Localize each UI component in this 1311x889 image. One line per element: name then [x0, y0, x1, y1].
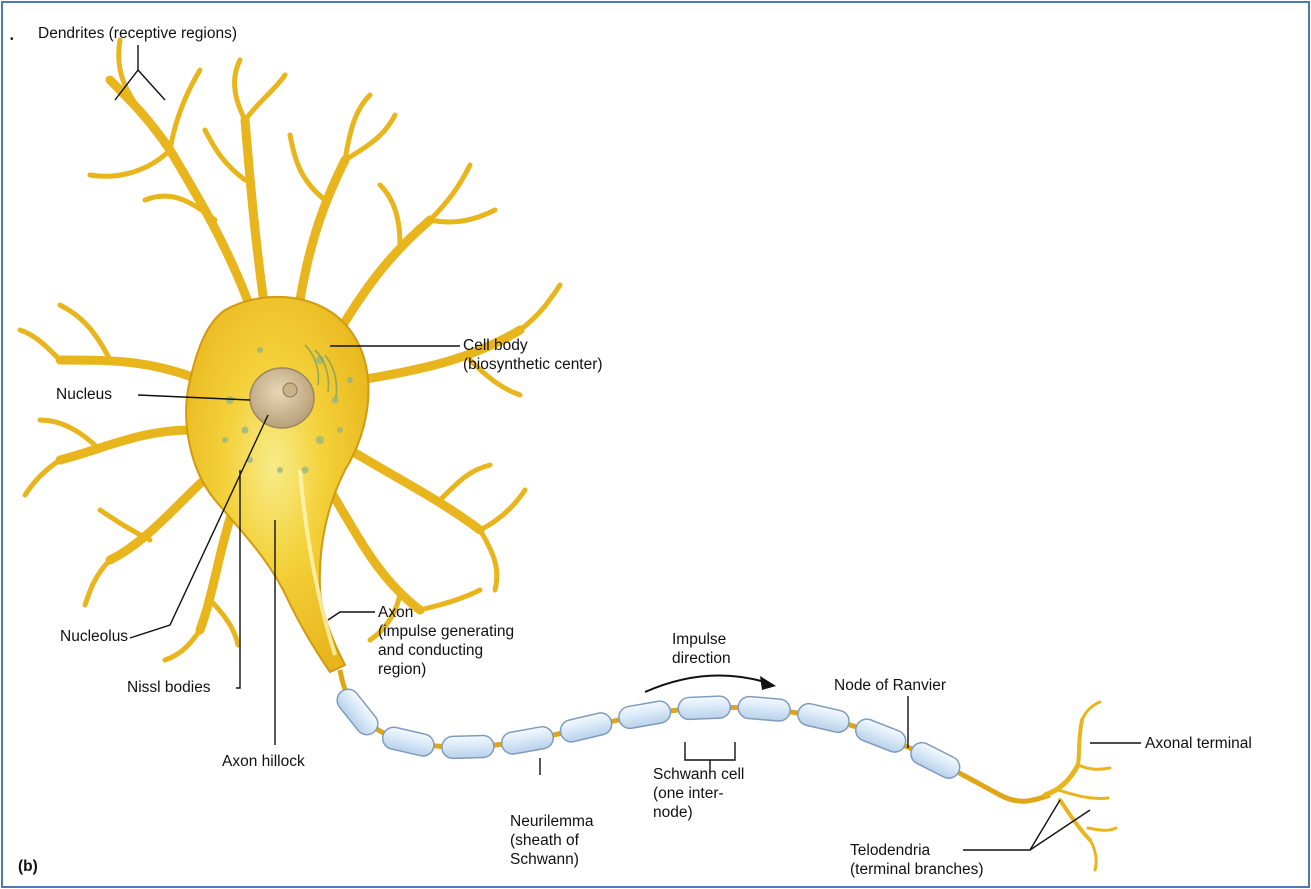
label-dendrites: Dendrites (receptive regions)	[38, 24, 237, 43]
myelin-segment	[442, 735, 495, 758]
label-telodendria-line-2: (terminal branches)	[850, 860, 984, 879]
myelin-segment	[737, 696, 791, 722]
label-neurilemma-line-2: (sheath of	[510, 831, 594, 850]
label-axonal-terminal: Axonal terminal	[1145, 734, 1252, 753]
myelin-segment	[907, 739, 963, 782]
label-cell-body-line-2: (biosynthetic center)	[463, 355, 603, 374]
label-axon-hillock: Axon hillock	[222, 752, 305, 771]
nucleus-shape	[250, 368, 314, 428]
myelin-segment	[617, 699, 672, 730]
myelin-segment	[380, 725, 436, 758]
label-axon-line-3: and conducting	[378, 641, 514, 660]
myelin-segment	[852, 716, 908, 755]
label-axon-line-2: (impulse generating	[378, 622, 514, 641]
label-cell-body: Cell body (biosynthetic center)	[463, 336, 603, 374]
label-neurilemma-line-3: Schwann)	[510, 850, 594, 869]
label-nucleus: Nucleus	[56, 385, 112, 404]
cell-body-shape	[186, 297, 368, 672]
myelin-segment	[678, 696, 731, 720]
label-telodendria: Telodendria (terminal branches)	[850, 841, 984, 879]
impulse-arrow	[645, 675, 776, 692]
label-telodendria-line-1: Telodendria	[850, 841, 984, 860]
label-schwann-line-1: Schwann cell	[653, 765, 744, 784]
myelin-segment	[558, 711, 614, 744]
label-neurilemma: Neurilemma (sheath of Schwann)	[510, 812, 594, 869]
label-nissl-bodies: Nissl bodies	[127, 678, 211, 697]
label-axon-line-4: region)	[378, 660, 514, 679]
label-schwann-line-3: node)	[653, 803, 744, 822]
label-impulse-line-2: direction	[672, 649, 731, 668]
label-impulse-direction: Impulse direction	[672, 630, 731, 668]
label-axon-line-1: Axon	[378, 603, 514, 622]
myelin-segment	[796, 701, 852, 734]
panel-tag: (b)	[18, 857, 38, 876]
label-nucleolus: Nucleolus	[60, 627, 128, 646]
telodendria-shape	[1045, 702, 1116, 870]
myelin-segment	[500, 725, 555, 756]
label-impulse-line-1: Impulse	[672, 630, 731, 649]
label-neurilemma-line-1: Neurilemma	[510, 812, 594, 831]
svg-text:•: •	[10, 34, 14, 45]
label-cell-body-line-1: Cell body	[463, 336, 603, 355]
label-schwann-line-2: (one inter-	[653, 784, 744, 803]
myelin-segment	[333, 685, 383, 739]
label-schwann-cell: Schwann cell (one inter- node)	[653, 765, 744, 822]
label-node-of-ranvier: Node of Ranvier	[834, 676, 946, 695]
label-axon: Axon (impulse generating and conducting …	[378, 603, 514, 679]
